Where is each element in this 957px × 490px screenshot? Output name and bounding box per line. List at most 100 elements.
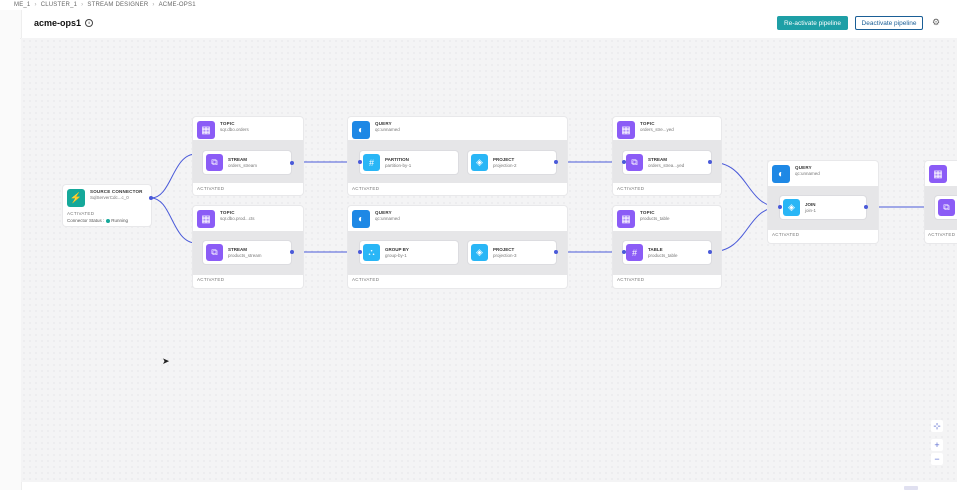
- node-status: ACTIVATED: [352, 186, 380, 191]
- hash-icon: #: [363, 154, 380, 171]
- output-port[interactable]: [290, 161, 294, 165]
- node-status: ACTIVATED: [67, 211, 95, 216]
- table-hash-icon: #: [626, 244, 643, 261]
- table-kind: TABLE: [648, 246, 663, 252]
- topic-icon: ▦: [617, 210, 635, 228]
- stream-icon: ⧉: [938, 199, 955, 216]
- query-icon: ◐: [352, 121, 370, 139]
- topic-icon: ▦: [617, 121, 635, 139]
- reactivate-pipeline-button[interactable]: Re-activate pipeline: [777, 16, 848, 30]
- node-name: qc:unnamed: [795, 171, 820, 176]
- group-icon: ⛬: [363, 244, 380, 261]
- input-port[interactable]: [622, 160, 626, 164]
- status-dot-icon: [106, 218, 111, 223]
- input-port[interactable]: [622, 250, 626, 254]
- output-port[interactable]: [290, 250, 294, 254]
- stream-joined[interactable]: ⧉: [935, 196, 957, 219]
- output-port[interactable]: [149, 196, 153, 200]
- stream-kind: STREAM: [648, 156, 667, 162]
- node-kind: TOPIC: [220, 121, 235, 126]
- operator-name: partition-by-1: [385, 162, 412, 168]
- zoom-in-button[interactable]: +: [931, 439, 943, 451]
- stream-icon: ⧉: [626, 154, 643, 171]
- mouse-cursor-icon: ➤: [162, 356, 170, 366]
- page-title: acme-ops1 i: [34, 18, 94, 28]
- gear-icon[interactable]: ⚙: [932, 17, 941, 27]
- operator-name: projection-2: [493, 162, 517, 168]
- operator-kind: JOIN: [805, 201, 816, 207]
- input-port[interactable]: [358, 250, 362, 254]
- output-port[interactable]: [864, 205, 868, 209]
- pipeline-title: acme-ops1: [34, 18, 82, 28]
- stream-name: products_stream: [228, 252, 262, 258]
- operator-name: projection-3: [493, 252, 517, 258]
- layers-icon: ◈: [471, 244, 488, 261]
- stream-icon: ⧉: [206, 244, 223, 261]
- zoom-out-button[interactable]: −: [931, 453, 943, 465]
- breadcrumb-item-cluster[interactable]: CLUSTER_1: [40, 2, 78, 8]
- input-port[interactable]: [358, 160, 362, 164]
- info-icon[interactable]: i: [85, 19, 94, 27]
- node-name: qc:unnamed: [375, 127, 400, 132]
- topic-icon: ▦: [197, 210, 215, 228]
- operator-kind: PROJECT: [493, 156, 515, 162]
- scroll-indicator[interactable]: [904, 486, 918, 490]
- operator-kind: PROJECT: [493, 246, 515, 252]
- node-kind: QUERY: [375, 121, 392, 126]
- node-name: qc:unnamed: [375, 216, 400, 221]
- output-port[interactable]: [708, 160, 712, 164]
- operator-name: group-by-1: [385, 252, 407, 258]
- node-status: ACTIVATED: [197, 186, 225, 191]
- topic-node-joined[interactable]: ▦ ⧉ ACTIVATED: [925, 161, 957, 243]
- breadcrumb-item-env[interactable]: ME_1: [14, 2, 31, 8]
- node-name: sqr.dbo.prod...cts: [220, 216, 255, 221]
- output-port[interactable]: [708, 250, 712, 254]
- deactivate-pipeline-button[interactable]: Deactivate pipeline: [855, 16, 923, 30]
- node-status: ACTIVATED: [352, 277, 380, 282]
- operator-name: join-1: [805, 207, 817, 213]
- node-name: SqlServerCdc...c_0: [90, 195, 129, 200]
- query-icon: ◐: [772, 165, 790, 183]
- stream-icon: ⧉: [206, 154, 223, 171]
- node-status: ACTIVATED: [617, 277, 645, 282]
- topic-icon: ▦: [197, 121, 215, 139]
- output-port[interactable]: [554, 250, 558, 254]
- connector-icon: ⚡: [67, 189, 85, 207]
- breadcrumb-item-stream-designer[interactable]: STREAM DESIGNER: [87, 2, 149, 8]
- stream-kind: STREAM: [228, 156, 247, 162]
- breadcrumb: ME_1› CLUSTER_1› STREAM DESIGNER› ACME-O…: [14, 2, 196, 8]
- node-kind: QUERY: [795, 165, 812, 170]
- breadcrumb-item-pipeline: ACME-OPS1: [158, 2, 196, 8]
- input-port[interactable]: [778, 205, 782, 209]
- node-kind: TOPIC: [640, 121, 655, 126]
- connector-status: Connector Status : Running: [67, 218, 128, 223]
- connector-status-value: Running: [111, 218, 129, 223]
- connector-status-label: Connector Status :: [67, 218, 105, 223]
- source-connector-node[interactable]: ⚡ SOURCE CONNECTOR SqlServerCdc...c_0 AC…: [63, 185, 153, 226]
- stream-kind: STREAM: [228, 246, 247, 252]
- fit-view-button[interactable]: ⊹: [931, 420, 943, 432]
- node-kind: QUERY: [375, 210, 392, 215]
- node-status: ACTIVATED: [197, 277, 225, 282]
- table-name: products_table: [648, 252, 678, 258]
- node-status: ACTIVATED: [772, 232, 800, 237]
- node-name: products_table: [640, 216, 670, 221]
- output-port[interactable]: [554, 160, 558, 164]
- operator-kind: PARTITION: [385, 156, 409, 162]
